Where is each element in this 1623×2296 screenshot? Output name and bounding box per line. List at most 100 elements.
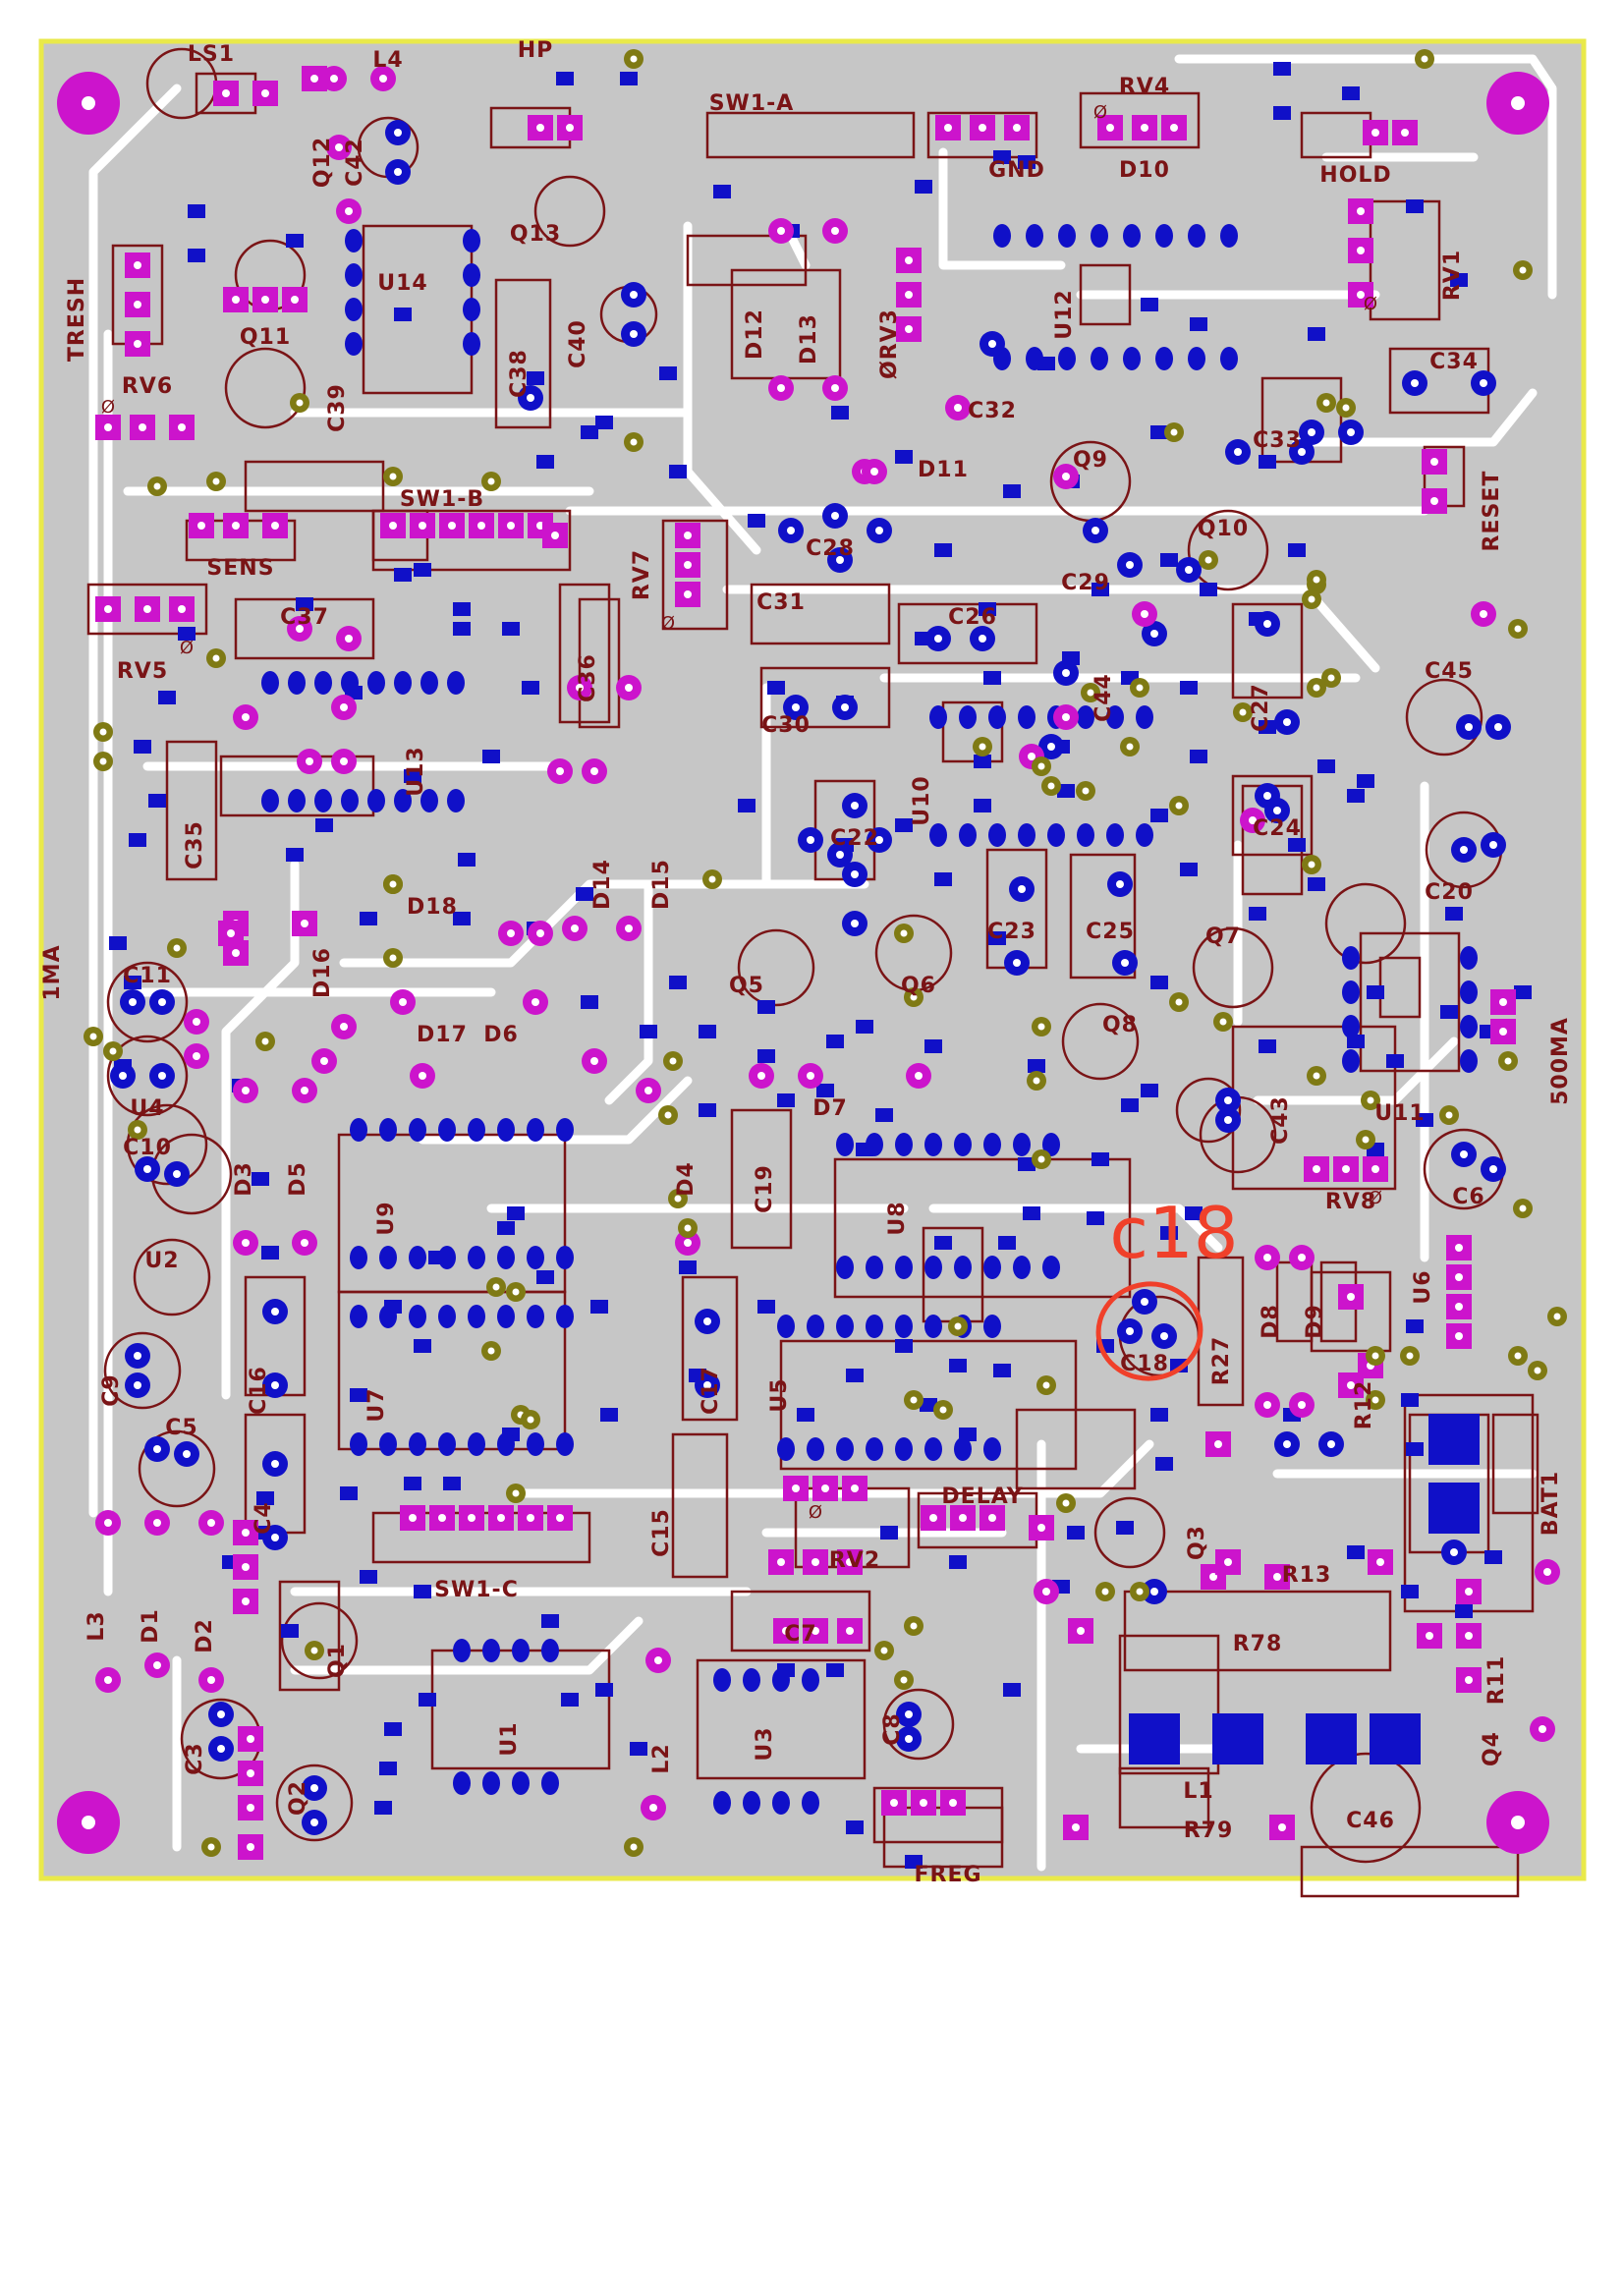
component-outline	[1231, 602, 1304, 700]
drill-hole	[1489, 1165, 1497, 1173]
via-drill	[1101, 1588, 1109, 1596]
ic-pin-pad	[527, 1118, 544, 1142]
drill-hole	[310, 1784, 318, 1792]
drill-hole	[1455, 1273, 1463, 1281]
drill-hole	[1141, 1298, 1148, 1306]
ic-pin-pad	[468, 1432, 485, 1456]
component-outline-round	[737, 928, 815, 1007]
ic-pin-pad	[541, 1771, 559, 1795]
drill-hole	[271, 1460, 279, 1468]
label-c16: C16	[247, 1366, 271, 1415]
drill-hole	[158, 998, 166, 1006]
drill-hole	[1455, 1303, 1463, 1311]
label-c11: C11	[123, 964, 172, 988]
drill-hole	[104, 1519, 112, 1527]
drill-hole	[1047, 743, 1055, 751]
ic-pin-pad	[1026, 224, 1043, 248]
label-d16: D16	[310, 947, 335, 998]
drill-hole	[1357, 247, 1365, 254]
drill-hole	[1028, 753, 1035, 760]
trace-segment	[683, 221, 761, 555]
drill-hole	[777, 1558, 785, 1566]
power-pad	[1370, 1713, 1421, 1764]
ic-pin-pad	[772, 1791, 790, 1815]
drill-hole	[1465, 1632, 1473, 1640]
drill-hole	[1543, 1568, 1551, 1576]
drill-hole	[890, 1799, 898, 1807]
label-sens: SENS	[206, 556, 274, 581]
via-drill	[1371, 1352, 1379, 1360]
via-drill	[527, 1416, 534, 1424]
via-drill	[1367, 1096, 1374, 1104]
ic-pin-pad	[954, 1256, 972, 1279]
drill-hole	[1430, 497, 1438, 505]
smd-pad	[394, 308, 412, 321]
drill-hole	[703, 1317, 711, 1325]
drill-hole	[271, 1308, 279, 1316]
trace-segment	[1292, 388, 1538, 447]
label-c29: C29	[1061, 571, 1110, 595]
via-drill	[492, 1283, 500, 1291]
via-drill	[487, 477, 495, 485]
smd-pad	[414, 1585, 431, 1598]
drill-hole	[792, 1484, 800, 1492]
component-outline-round	[1192, 926, 1274, 1009]
drill-hole	[571, 924, 579, 932]
drill-hole	[1298, 1254, 1306, 1261]
component-outline	[371, 509, 572, 572]
smd-pad	[286, 234, 304, 248]
ic-pin-pad	[1091, 224, 1108, 248]
smd-pad	[374, 1801, 392, 1815]
label-c10: C10	[123, 1136, 172, 1160]
drill-hole	[846, 1558, 854, 1566]
smd-pad	[620, 72, 638, 85]
via-drill	[487, 1347, 495, 1355]
label-q10: Q10	[1198, 517, 1249, 541]
drill-hole	[905, 1735, 913, 1743]
power-pad	[1428, 1414, 1480, 1465]
drill-hole	[217, 1710, 225, 1718]
trace-segment	[88, 84, 182, 1518]
drill-hole	[1347, 1381, 1355, 1389]
smd-pad	[134, 740, 151, 754]
component-outline	[86, 583, 208, 636]
component-outline	[244, 460, 385, 513]
drill-hole	[193, 1018, 200, 1026]
drill-hole	[1465, 1676, 1473, 1684]
drill-hole	[1465, 723, 1473, 731]
drill-hole	[340, 703, 348, 711]
drill-hole	[1450, 1548, 1458, 1556]
drill-hole	[1347, 428, 1355, 436]
label-q11: Q11	[240, 325, 291, 350]
ic-pin-pad	[468, 1118, 485, 1142]
ic-pin-pad	[453, 1771, 471, 1795]
label-c23: C23	[987, 920, 1036, 944]
ic-pin-pad	[420, 671, 438, 695]
drill-hole	[310, 75, 318, 83]
via-drill	[1553, 1313, 1561, 1320]
label-r13: R13	[1282, 1563, 1332, 1588]
label-c38: C38	[507, 349, 532, 398]
ic-pin-pad	[743, 1791, 760, 1815]
ic-pin-pad	[497, 1246, 515, 1269]
drill-hole	[1273, 1573, 1281, 1581]
label-freg: FREG	[914, 1863, 981, 1887]
via-drill	[1204, 556, 1212, 564]
drill-hole	[1214, 1440, 1222, 1448]
smd-pad	[148, 794, 166, 808]
ic-pin-pad	[836, 1315, 854, 1338]
ic-pin-pad	[1342, 946, 1360, 970]
drill-hole	[409, 1514, 417, 1522]
drill-hole	[1126, 561, 1134, 569]
component-outline	[1118, 1766, 1210, 1829]
label-c7: C7	[784, 1622, 816, 1647]
via-drill	[109, 1047, 117, 1055]
ic-pin-pad	[1460, 1015, 1478, 1038]
smd-pad	[934, 543, 952, 557]
smd-pad	[738, 799, 756, 812]
smd-pad	[507, 1206, 525, 1220]
drill-hole	[536, 929, 544, 937]
drill-hole	[625, 924, 633, 932]
smd-pad	[1484, 1550, 1502, 1564]
ic-pin-pad	[468, 1305, 485, 1328]
